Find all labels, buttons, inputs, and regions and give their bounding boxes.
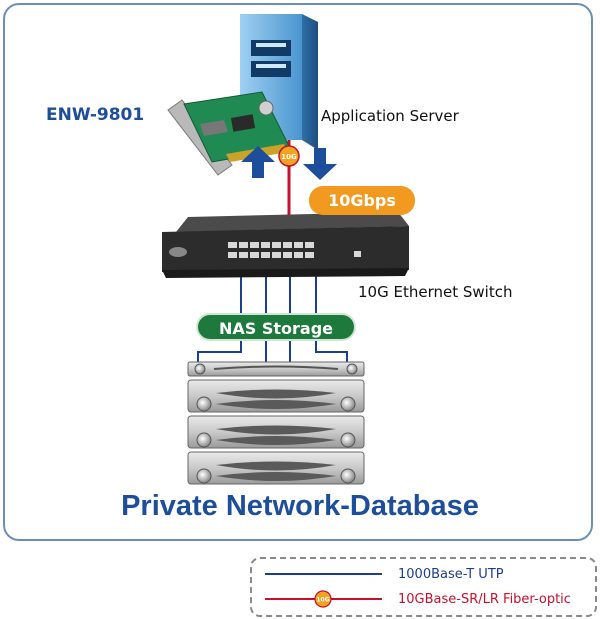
download-arrow-icon — [303, 148, 337, 180]
legend-fiber-label: 10GBase-SR/LR Fiber-optic — [398, 592, 571, 607]
nas-storage-icon — [187, 361, 365, 485]
diagram-frame — [3, 3, 593, 541]
legend-box — [250, 557, 597, 617]
network-card-icon — [167, 91, 291, 176]
server-tower-icon — [240, 14, 318, 150]
server-label: Application Server — [321, 107, 459, 125]
legend-utp-label: 1000Base-T UTP — [398, 567, 504, 582]
svg-text:10G: 10G — [281, 153, 297, 161]
legend-fiber-badge-icon: 10G — [314, 590, 332, 608]
ethernet-switch-icon — [162, 212, 409, 278]
fiber-badge-icon: 10G — [278, 145, 300, 167]
svg-text:10G: 10G — [316, 597, 329, 604]
nas-label: NAS Storage — [196, 313, 356, 341]
switch-label: 10G Ethernet Switch — [358, 283, 513, 301]
speed-badge: 10Gbps — [309, 186, 415, 215]
card-label: ENW-9801 — [46, 105, 145, 125]
diagram-title: Private Network-Database — [121, 490, 479, 522]
upload-arrow-icon — [241, 146, 275, 178]
